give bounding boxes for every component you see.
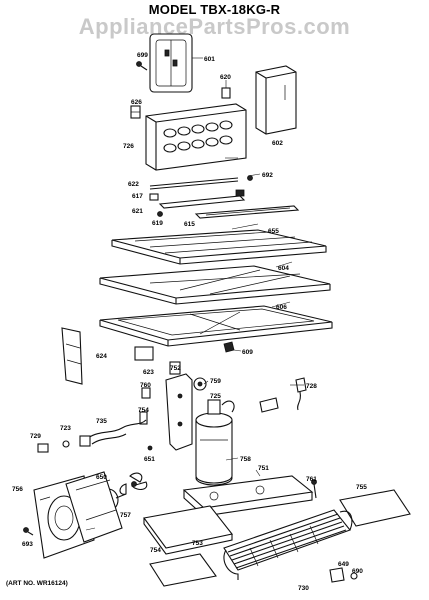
label-692: 692 [262,172,273,179]
label-601: 601 [204,56,215,63]
label-624: 624 [96,353,107,360]
label-690: 690 [352,568,363,575]
label-726: 726 [123,143,134,150]
part-760-overload[interactable] [141,387,151,399]
watermark: AppliancePartsPros.com [78,14,351,39]
part-604-shelf[interactable] [99,265,331,305]
part-753-tray[interactable] [143,505,233,555]
label-760: 760 [140,382,151,389]
part-758-compressor[interactable] [195,399,235,486]
label-622: 622 [128,181,139,188]
part-617-terminal[interactable] [149,193,159,201]
label-651: 651 [144,456,155,463]
part-651-fan-blade[interactable] [119,472,148,495]
label-723: 723 [60,425,71,432]
label-752: 752 [170,365,181,372]
part-615-drain-trough[interactable] [194,205,300,219]
label-623: 623 [143,369,154,376]
label-754-a: 754 [138,407,149,414]
label-753: 753 [192,540,203,547]
label-756: 756 [12,486,23,493]
label-620: 620 [220,74,231,81]
part-624-baffle[interactable] [61,327,83,385]
part-754-floor-plate[interactable] [149,553,217,587]
label-621: 621 [132,208,143,215]
leader-lines [85,57,304,531]
label-650: 650 [96,474,107,481]
part-754-cord-clip[interactable] [139,411,148,425]
label-755: 755 [356,484,367,491]
part-729-plug[interactable] [37,443,49,453]
part-725-terminal[interactable] [259,397,279,413]
part-690-clip[interactable] [350,572,358,580]
part-693-screw[interactable] [23,527,34,536]
part-699-screw[interactable] [136,61,148,71]
label-729: 729 [30,433,41,440]
art-number: (ART NO. WR16124) [6,580,68,587]
part-619-connector[interactable] [157,211,163,217]
label-617: 617 [132,193,143,200]
label-619: 619 [152,220,163,227]
label-602: 602 [272,140,283,147]
part-730-condenser[interactable] [223,509,353,580]
label-725: 725 [210,393,221,400]
label-604: 604 [278,265,289,272]
label-655: 655 [268,228,279,235]
part-screw [147,445,153,451]
part-723-clip[interactable] [62,440,70,448]
label-626: 626 [131,99,142,106]
part-626-bracket[interactable] [130,105,141,119]
part-620-clip[interactable] [221,87,231,99]
part-number-labels: 699 601 620 626 726 602 622 692 617 621 … [12,52,367,592]
label-735: 735 [96,418,107,425]
part-761-screw[interactable] [311,479,317,499]
label-693: 693 [22,541,33,548]
label-754-b: 754 [150,547,161,554]
label-649: 649 [338,561,349,568]
label-728: 728 [306,383,317,390]
label-730: 730 [298,585,309,592]
part-602-housing[interactable] [255,65,297,135]
part-735-power-cord[interactable] [79,419,147,447]
part-609-cap[interactable] [223,341,235,353]
part-601-evaporator-cover[interactable] [149,33,193,93]
part-606-drip-pan[interactable] [99,305,333,347]
part-622-heater-rod[interactable] [149,177,239,190]
label-761: 761 [306,476,317,483]
part-649-drain-cap[interactable] [329,567,345,583]
label-606: 606 [276,304,287,311]
label-759: 759 [210,378,221,385]
label-699: 699 [137,52,148,59]
part-759-relay[interactable] [193,377,207,391]
part-726-evaporator[interactable] [145,103,247,171]
model-title: MODEL TBX-18KG-R [148,2,281,17]
label-609: 609 [242,349,253,356]
part-623-plate[interactable] [134,346,154,361]
part-621-heater-bar[interactable] [158,189,246,209]
label-757: 757 [120,512,131,519]
part-752-compressor-bracket[interactable] [165,361,193,451]
part-655-shelf[interactable] [111,229,327,265]
label-758: 758 [240,456,251,463]
part-755-cover-panel[interactable] [339,489,411,527]
label-615: 615 [184,221,195,228]
label-751: 751 [258,465,269,472]
part-728-connector[interactable] [295,377,307,411]
part-757-motor-bracket[interactable] [65,471,123,543]
